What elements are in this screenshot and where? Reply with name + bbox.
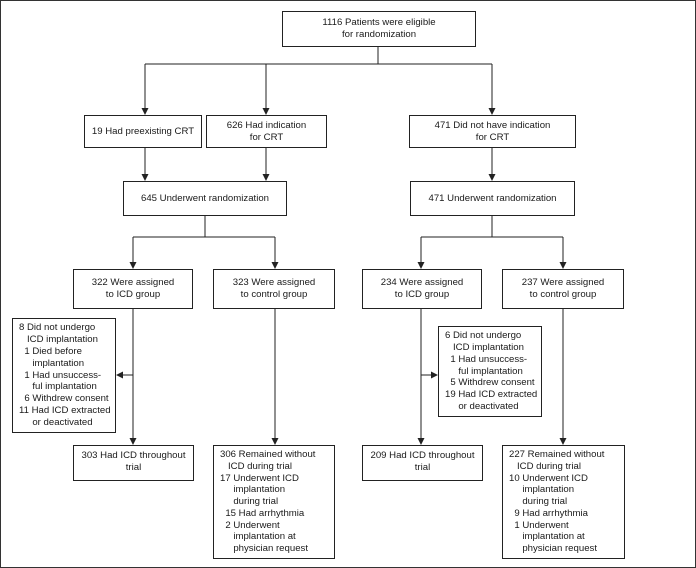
randomization-left-label: 645 Underwent randomization — [141, 192, 269, 204]
excluded-right-label: 6 Did not undergo ICD implantation 1 Had… — [445, 330, 538, 412]
outcome-control-left-label: 306 Remained without ICD during trial 17… — [220, 448, 316, 555]
outcome-control-left-box: 306 Remained without ICD during trial 17… — [213, 445, 335, 559]
outcome-control-right-label: 227 Remained without ICD during trial 10… — [509, 448, 605, 555]
randomization-left-box: 645 Underwent randomization — [123, 181, 287, 216]
control-group-right-box: 237 Were assigned to control group — [502, 269, 624, 309]
excluded-right-box: 6 Did not undergo ICD implantation 1 Had… — [438, 326, 542, 417]
outcome-icd-left-label: 303 Had ICD throughout trial — [81, 450, 186, 473]
eligible-patients-box: 1116 Patients were eligible for randomiz… — [282, 11, 476, 47]
outcome-icd-right-label: 209 Had ICD throughout trial — [370, 450, 475, 473]
outcome-icd-left-box: 303 Had ICD throughout trial — [73, 445, 194, 481]
eligible-patients-label: 1116 Patients were eligible for randomiz… — [322, 17, 436, 40]
icd-group-left-box: 322 Were assigned to ICD group — [73, 269, 193, 309]
control-group-right-label: 237 Were assigned to control group — [521, 277, 605, 300]
excluded-left-box: 8 Did not undergo ICD implantation 1 Die… — [12, 318, 116, 433]
icd-group-right-label: 234 Were assigned to ICD group — [380, 277, 464, 300]
excluded-left-label: 8 Did not undergo ICD implantation 1 Die… — [19, 322, 111, 428]
preexisting-crt-box: 19 Had preexisting CRT — [84, 115, 202, 148]
outcome-icd-right-box: 209 Had ICD throughout trial — [362, 445, 483, 481]
icd-group-left-label: 322 Were assigned to ICD group — [91, 277, 175, 300]
control-group-left-label: 323 Were assigned to control group — [232, 277, 316, 300]
preexisting-crt-label: 19 Had preexisting CRT — [91, 125, 195, 137]
control-group-left-box: 323 Were assigned to control group — [213, 269, 335, 309]
outcome-control-right-box: 227 Remained without ICD during trial 10… — [502, 445, 625, 559]
no-indication-crt-label: 471 Did not have indication for CRT — [434, 119, 551, 143]
indication-crt-box: 626 Had indication for CRT — [206, 115, 327, 148]
icd-group-right-box: 234 Were assigned to ICD group — [362, 269, 482, 309]
no-indication-crt-box: 471 Did not have indication for CRT — [409, 115, 576, 148]
randomization-right-label: 471 Underwent randomization — [428, 192, 557, 204]
randomization-right-box: 471 Underwent randomization — [410, 181, 575, 216]
indication-crt-label: 626 Had indication for CRT — [226, 119, 307, 143]
